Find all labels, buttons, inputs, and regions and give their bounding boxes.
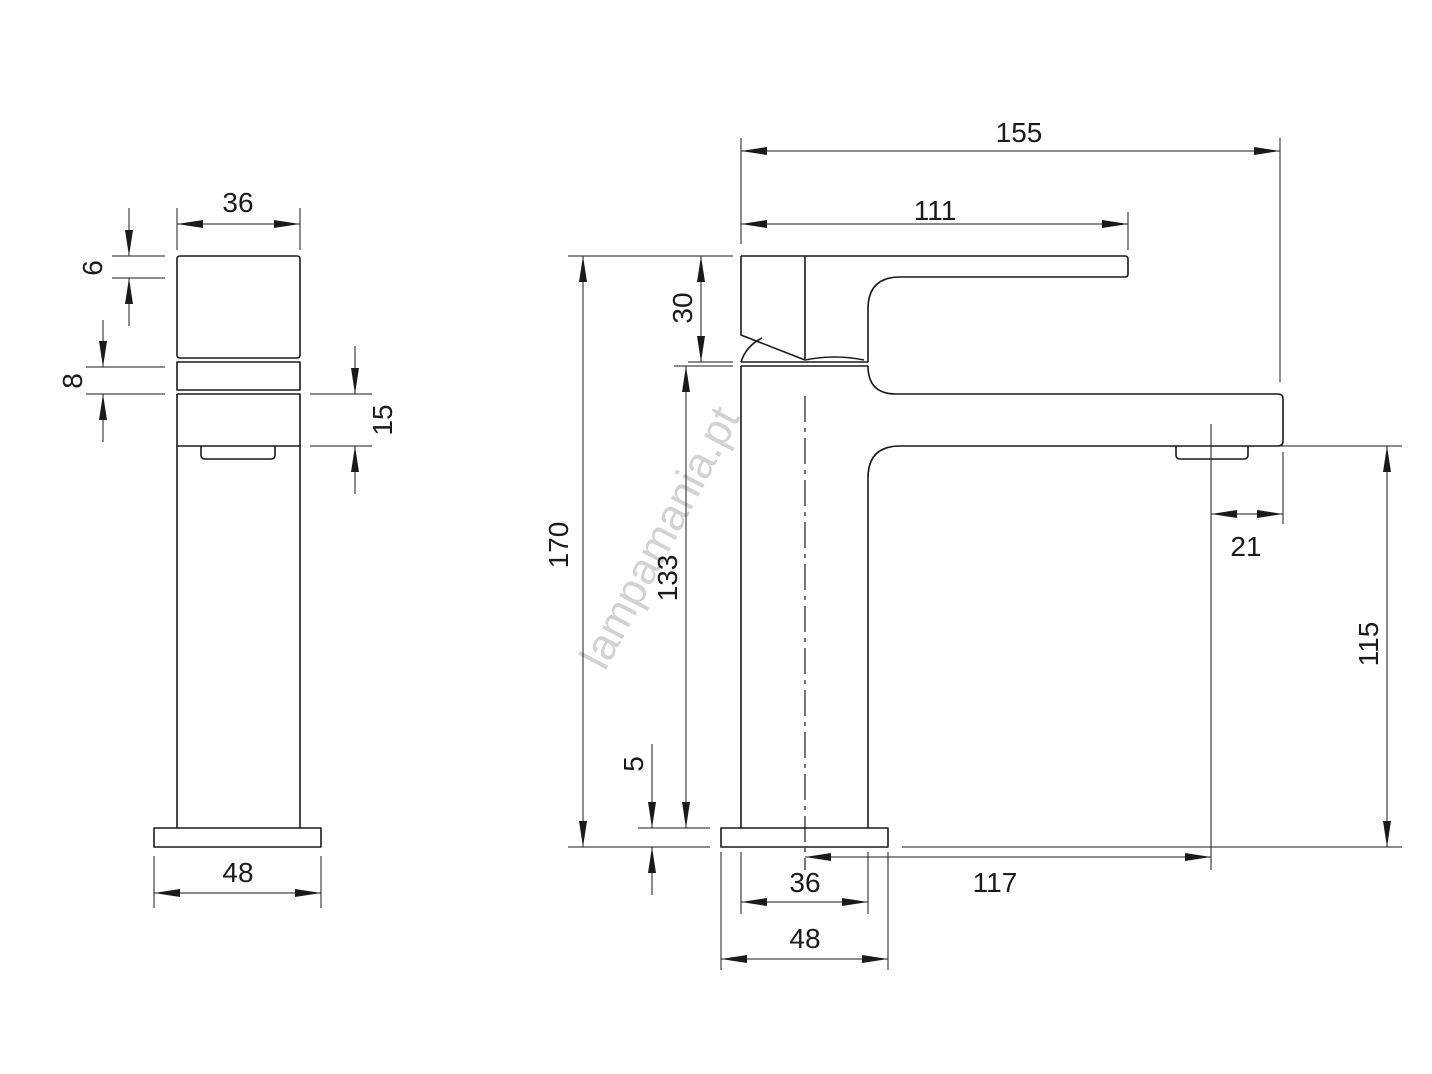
side-handle-collar	[804, 356, 865, 361]
dim-front-top-width: 36	[222, 187, 253, 218]
front-dimensions: 36 6 8 15 48	[57, 187, 398, 908]
dim-side-base-width: 48	[789, 923, 820, 954]
front-body-outline	[176, 393, 301, 828]
dim-side-handle-height: 30	[667, 292, 698, 323]
side-aerator-outline	[1175, 446, 1249, 460]
front-view	[153, 255, 322, 848]
dim-side-overall-height: 170	[543, 522, 574, 569]
watermark-text: lampamania.pt	[571, 399, 750, 677]
dim-front-cap-height: 6	[77, 260, 108, 276]
side-handle-left-edge	[740, 256, 806, 361]
front-cap-outline	[176, 255, 301, 359]
side-handle-outline	[741, 255, 1129, 362]
front-aerator-outline	[200, 446, 276, 460]
side-handle-cartridge-arc	[740, 337, 763, 363]
dim-side-outlet-height: 115	[1353, 622, 1384, 667]
dim-front-gap-height: 8	[57, 373, 88, 389]
dim-side-spout-reach: 117	[973, 867, 1018, 898]
dim-side-handle-length: 111	[914, 195, 957, 226]
side-dimensions: 155 111 170 30 133 5 36 48	[543, 117, 1402, 970]
side-view	[720, 255, 1284, 870]
side-body-outline	[740, 365, 1284, 828]
dim-front-body-height: 15	[367, 404, 398, 435]
dim-side-base-thickness: 5	[618, 756, 649, 772]
front-ring-outline	[176, 361, 301, 391]
dim-side-outlet-height-total: 133	[652, 555, 683, 602]
dim-front-base-width: 48	[222, 857, 253, 888]
dim-side-body-width: 36	[789, 867, 820, 898]
dim-side-outlet-offset: 21	[1230, 531, 1261, 562]
front-base-outline	[153, 827, 322, 848]
dim-side-overall-length: 155	[996, 117, 1043, 148]
